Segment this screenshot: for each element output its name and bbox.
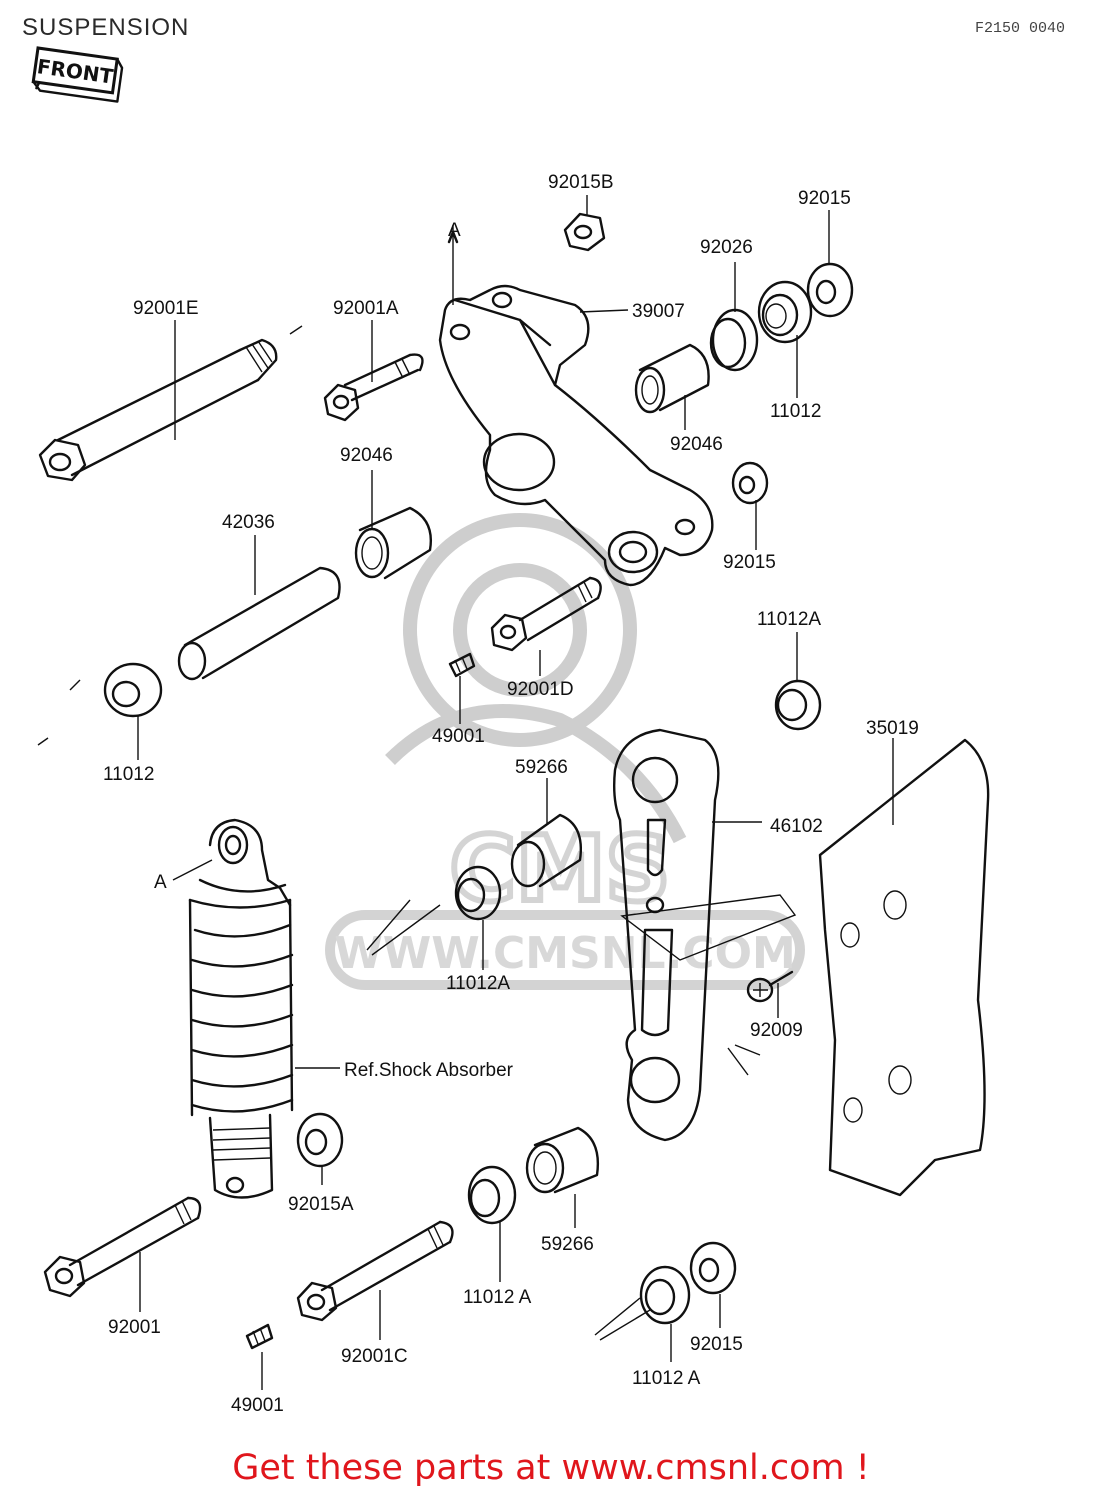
spacer-59266-bottom <box>525 1126 599 1194</box>
leader-lines <box>37 195 894 1390</box>
guard-35019 <box>818 738 990 1197</box>
grease-nipple-49001-top <box>448 652 476 678</box>
label-92046-right: 92046 <box>670 434 723 455</box>
tie-rod-46102 <box>612 728 797 1142</box>
label-92001A: 92001A <box>333 298 399 319</box>
label-92015A: 92015A <box>288 1194 354 1215</box>
nut-92015B <box>563 212 606 252</box>
front-badge: FRONT <box>31 46 124 103</box>
rocker-arm-39007 <box>438 284 714 587</box>
nut-92015-bottom <box>689 1241 737 1295</box>
nut-92015A <box>296 1112 344 1168</box>
label-ref-shock-absorber: Ref.Shock Absorber <box>344 1060 514 1081</box>
label-42036: 42036 <box>222 512 275 533</box>
ref-A-top: A <box>448 220 461 241</box>
label-92015-bottom: 92015 <box>690 1334 743 1355</box>
bolt-92001A <box>323 353 424 422</box>
bolt-92001E <box>38 338 278 482</box>
hint-arrow <box>289 325 303 335</box>
label-59266-bottom: 59266 <box>541 1234 594 1255</box>
part-labels: 92015B 92015 92026 92001E 92001A 39007 A… <box>103 172 919 1416</box>
nut-92015-mid <box>731 461 769 505</box>
sleeve-42036 <box>177 566 341 681</box>
label-39007: 39007 <box>632 301 685 322</box>
label-49001-bottom: 49001 <box>231 1395 284 1416</box>
label-92001: 92001 <box>108 1317 161 1338</box>
label-92009: 92009 <box>750 1020 803 1041</box>
watermark-logo: WWW.CMSNL.COM CMS <box>325 513 805 990</box>
collar-92026 <box>709 308 759 372</box>
label-92001D: 92001D <box>507 679 574 700</box>
shock-absorber <box>188 818 294 1199</box>
label-92015-top: 92015 <box>798 188 851 209</box>
label-35019: 35019 <box>866 718 919 739</box>
label-92001C: 92001C <box>341 1346 408 1367</box>
seal-11012A-right <box>774 679 822 731</box>
label-59266-top: 59266 <box>515 757 568 778</box>
bolt-92001 <box>43 1196 202 1298</box>
needle-bearing-92046-upper <box>634 343 710 414</box>
bolt-92001D <box>490 576 602 652</box>
seal-11012-upper <box>757 280 813 344</box>
seal-11012A-bottom <box>467 1165 517 1225</box>
label-11012A-bottom: 11012 A <box>463 1287 532 1308</box>
label-92015-mid: 92015 <box>723 552 776 573</box>
needle-bearing-92046-left <box>354 506 432 580</box>
label-11012A-mid: 11012A <box>446 973 510 994</box>
label-11012A-lowest: 11012 A <box>632 1368 701 1389</box>
nut-92015-top <box>806 262 854 318</box>
label-92001E: 92001E <box>133 298 199 319</box>
seal-11012-left <box>103 662 163 718</box>
label-11012-top: 11012 <box>770 401 821 422</box>
label-92015B: 92015B <box>548 172 614 193</box>
label-92046-left: 92046 <box>340 445 393 466</box>
diagram-code: F2150 0040 <box>975 20 1066 37</box>
label-11012A-right: 11012A <box>757 609 821 630</box>
label-92026: 92026 <box>700 237 753 258</box>
watermark-url: WWW.CMSNL.COM <box>334 928 796 979</box>
footer-link[interactable]: Get these parts at www.cmsnl.com ! <box>232 1448 870 1488</box>
watermark-cms: CMS <box>450 817 670 922</box>
seal-11012A-lowest <box>639 1265 691 1325</box>
label-49001-top: 49001 <box>432 726 485 747</box>
exploded-view: WWW.CMSNL.COM CMS FRONT <box>31 46 990 1416</box>
seal-11012A-mid <box>454 865 502 921</box>
grease-nipple-49001-bottom <box>245 1323 274 1350</box>
label-11012-left: 11012 <box>103 764 154 785</box>
spacer-59266-top <box>510 813 582 888</box>
label-46102: 46102 <box>770 816 823 837</box>
ref-A-shock: A <box>154 872 167 893</box>
bolt-92001C <box>296 1220 454 1322</box>
page-title: SUSPENSION <box>22 14 190 41</box>
screw-92009 <box>746 970 794 1003</box>
